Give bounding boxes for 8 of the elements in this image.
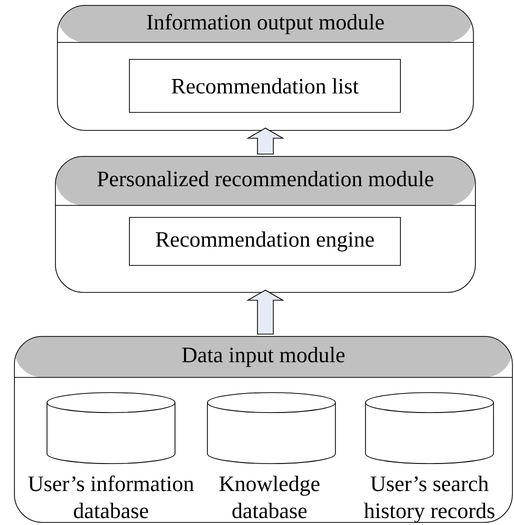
node-label: User’s search history records bbox=[364, 476, 494, 523]
database-cylinder: User’s search history records bbox=[364, 392, 494, 523]
component-box: Recommendation list bbox=[129, 59, 401, 113]
node-label: User’s information database bbox=[28, 476, 194, 518]
component-box: Recommendation engine bbox=[129, 217, 401, 266]
database-cylinder: Knowledge database bbox=[207, 392, 336, 518]
node-label: Knowledge database bbox=[219, 476, 320, 518]
database-cylinder: User’s information database bbox=[28, 392, 194, 518]
